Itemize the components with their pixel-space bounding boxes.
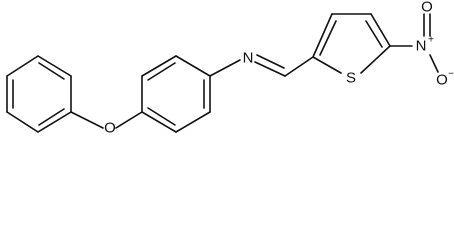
phenoxy-ring [6, 55, 72, 133]
thiophene-sulfur-label: S [346, 70, 356, 87]
nitro-oxygen-top-label: O [421, 0, 433, 16]
nitro-bonds [389, 13, 439, 73]
thiophene-ring [312, 13, 391, 74]
nitro-oxygen-bottom-label: O [436, 72, 448, 89]
aniline-ring [141, 55, 211, 133]
chemical-structure: O N S N + O O − [6, 0, 454, 137]
imine-nitrogen-label: N [243, 50, 254, 67]
ether-oxygen-label: O [104, 120, 116, 137]
nitro-nitrogen-label: N [416, 38, 427, 55]
imine-bonds [209, 54, 314, 77]
nitro-nitrogen-charge: + [428, 35, 434, 46]
ether-bonds [70, 111, 143, 129]
nitro-oxygen-charge: − [448, 69, 454, 80]
